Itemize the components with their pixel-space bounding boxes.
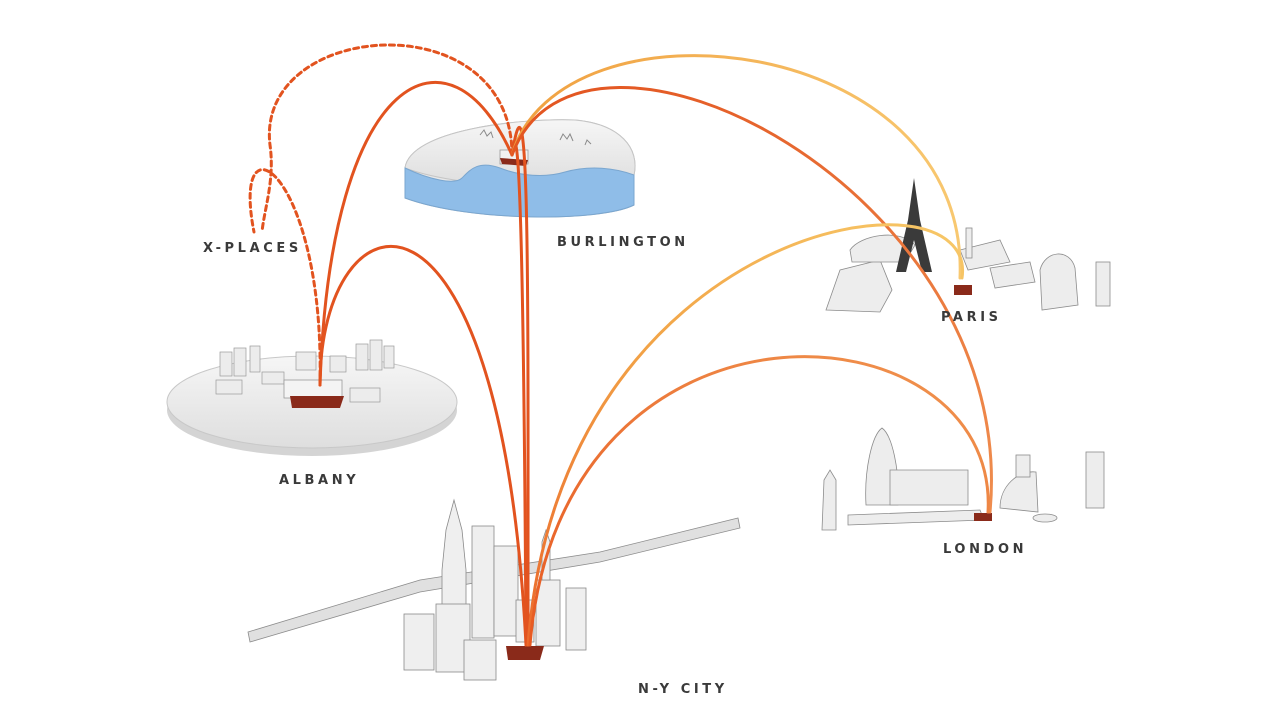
- london-landmarks: [821, 427, 1105, 531]
- label-albany: ALBANY: [279, 473, 360, 488]
- albany-platform: [166, 339, 458, 456]
- arc-albany-xplaces: [248, 168, 322, 387]
- label-nyc: N-Y CITY: [638, 682, 728, 697]
- arc-burlington-paris: [510, 54, 962, 280]
- arc-nyc-albany: [318, 245, 528, 647]
- arc-albany-burlington: [318, 81, 514, 387]
- arc-nyc-burlington-2: [510, 126, 530, 647]
- connection-arcs: [248, 43, 993, 647]
- arc-nyc-london: [528, 355, 990, 647]
- label-burlington: BURLINGTON: [557, 235, 689, 250]
- label-xplaces: X-PLACES: [203, 241, 302, 256]
- nyc-skyline: [247, 498, 741, 681]
- arc-burlington-xplaces: [260, 43, 514, 234]
- arc-burlington-london: [510, 85, 993, 514]
- paris-landmarks: [825, 178, 1111, 313]
- label-london: LONDON: [943, 542, 1028, 557]
- label-paris: PARIS: [941, 310, 1002, 325]
- arc-nyc-paris: [526, 223, 964, 647]
